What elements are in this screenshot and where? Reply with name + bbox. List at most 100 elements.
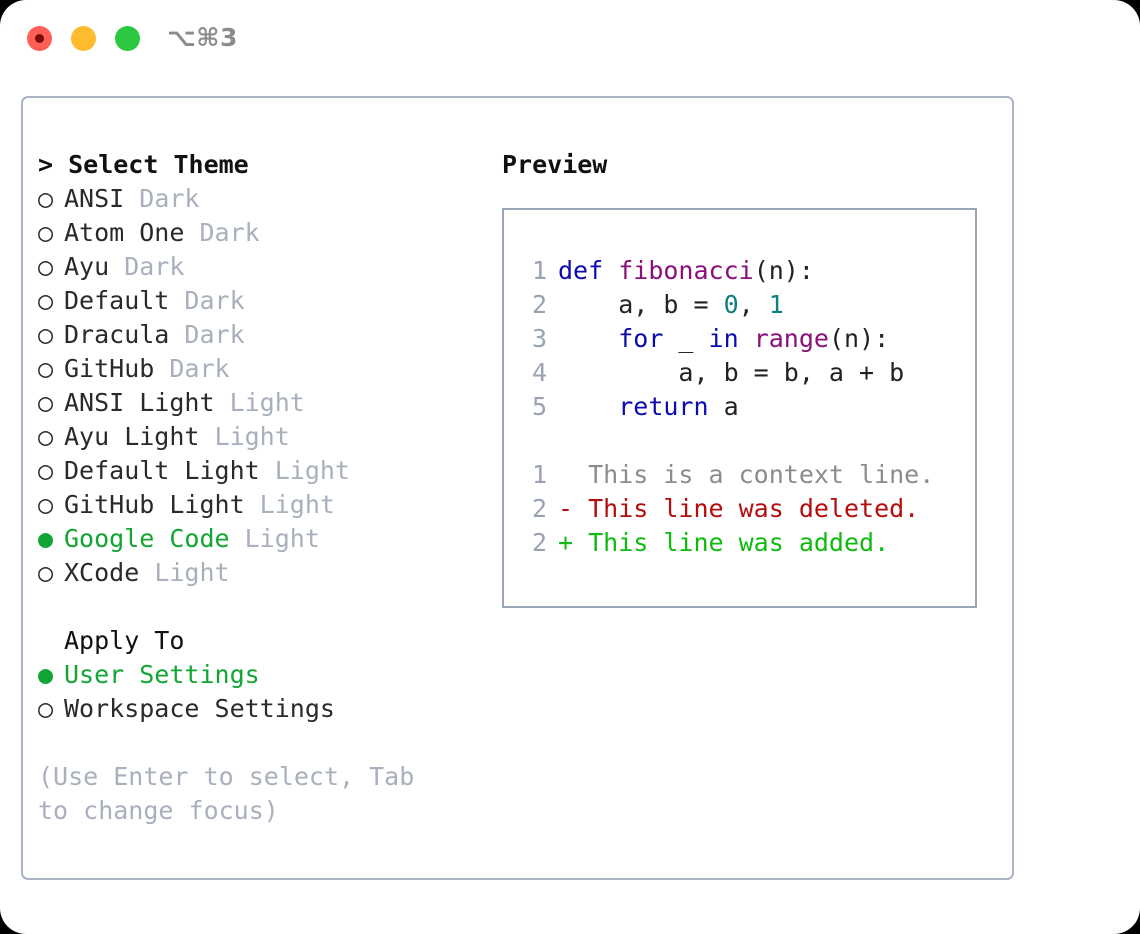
radio-unselected-icon: ○: [38, 354, 54, 383]
theme-option-label: Ayu: [64, 252, 110, 281]
code-token-num: 0: [723, 290, 739, 319]
line-number: 2: [531, 290, 547, 319]
radio-selected-icon: ●: [38, 524, 54, 553]
code-token-plain: (n):: [753, 256, 814, 285]
theme-option-category: Dark: [154, 354, 230, 383]
line-number: 2: [531, 528, 547, 557]
traffic-light-group: [27, 26, 140, 51]
theme-option-ansi[interactable]: ○ ANSI Dark: [38, 182, 498, 216]
line-number: 5: [531, 392, 547, 421]
diff-line-ctx: 1 This is a context line.: [517, 458, 971, 492]
theme-option-category: Light: [139, 558, 230, 587]
line-number: 4: [531, 358, 547, 387]
theme-option-label: GitHub Light: [64, 490, 245, 519]
code-token-fn: fibonacci: [618, 256, 754, 285]
code-token-plain: _: [663, 324, 709, 353]
line-number: 1: [531, 460, 547, 489]
code-token-plain: [739, 324, 754, 353]
code-token-plain: a, b =: [558, 290, 724, 319]
code-token-plain: [558, 392, 618, 421]
apply-to-option-label: User Settings: [64, 660, 260, 689]
theme-option-label: Dracula: [64, 320, 170, 349]
theme-option-category: Dark: [109, 252, 185, 281]
radio-unselected-icon: ○: [38, 286, 54, 315]
code-token-num: 1: [768, 290, 784, 319]
diff-text: This is a context line.: [558, 460, 935, 489]
panel-columns: > Select Theme ○ANSI Dark○Atom One Dark○…: [23, 98, 1012, 878]
code-token-kw: return: [618, 392, 709, 421]
code-line: 5 return a: [517, 390, 971, 424]
radio-unselected-icon: ○: [38, 252, 54, 281]
code-token-plain: a: [708, 392, 739, 421]
diff-spacer: [517, 424, 971, 458]
radio-unselected-icon: ○: [38, 320, 54, 349]
code-token-kw: in: [708, 324, 739, 353]
theme-option-category: Light: [259, 456, 350, 485]
diff-text: - This line was deleted.: [558, 494, 920, 523]
theme-list[interactable]: ○ ANSI Dark ○ Atom One Dark ○ Ayu Dark ○ Defaul…: [38, 182, 498, 590]
theme-option-label: GitHub: [64, 354, 155, 383]
close-button[interactable]: [27, 26, 52, 51]
radio-unselected-icon: ○: [38, 490, 54, 519]
theme-option-google-code[interactable]: ●Google Code Light: [38, 522, 498, 556]
diff-sample: 1 This is a context line. 2 - This line wa…: [517, 458, 971, 560]
theme-option-default[interactable]: ○ Default Dark: [38, 284, 498, 318]
section-spacer: [38, 590, 498, 624]
code-line: 4 a, b = b, a + b: [517, 356, 971, 390]
theme-option-default-light[interactable]: ○ Default Light Light: [38, 454, 498, 488]
minimize-button[interactable]: [71, 26, 96, 51]
keyboard-hint: (Use Enter to select, Tab to change focu…: [38, 762, 430, 825]
theme-option-dracula[interactable]: ○ Dracula Dark: [38, 318, 498, 352]
radio-unselected-icon: ○: [38, 456, 54, 485]
theme-option-label: ANSI: [64, 184, 125, 213]
theme-option-ansi-light[interactable]: ○ANSI Light Light: [38, 386, 498, 420]
window-title: ⌥⌘3: [167, 23, 238, 52]
theme-option-ayu[interactable]: ○ Ayu Dark: [38, 250, 498, 284]
code-line: 2 a, b = 0, 1: [517, 288, 971, 322]
theme-option-label: ANSI Light: [64, 388, 215, 417]
theme-option-label: Atom One: [64, 218, 185, 247]
theme-option-github[interactable]: ○ GitHub Dark: [38, 352, 498, 386]
theme-option-category: Light: [199, 422, 290, 451]
theme-picker-column: > Select Theme ○ANSI Dark○Atom One Dark○…: [38, 148, 498, 828]
apply-to-list[interactable]: ●User Settings○ Workspace Settings: [38, 658, 498, 726]
code-line: 3 for _ in range(n):: [517, 322, 971, 356]
theme-option-xcode[interactable]: ○ XCode Light: [38, 556, 498, 590]
line-number: 3: [531, 324, 547, 353]
theme-option-atom-one[interactable]: ○Atom One Dark: [38, 216, 498, 250]
apply-to-option-label: Workspace Settings: [64, 694, 335, 723]
theme-option-github-light[interactable]: ○ GitHub Light Light: [38, 488, 498, 522]
theme-option-category: Dark: [124, 184, 200, 213]
code-token-plain: ,: [738, 290, 769, 319]
theme-option-category: Dark: [169, 320, 245, 349]
theme-option-category: Light: [244, 490, 335, 519]
apply-to-header: Apply To: [64, 626, 185, 655]
apply-to-option-user-settings[interactable]: ●User Settings: [38, 658, 498, 692]
diff-line-add: 2+ This line was added.: [517, 526, 971, 560]
title-bar: ⌥⌘3: [0, 0, 1140, 78]
radio-unselected-icon: ○: [38, 694, 54, 723]
theme-option-category: Dark: [169, 286, 245, 315]
radio-unselected-icon: ○: [38, 558, 54, 587]
maximize-button[interactable]: [115, 26, 140, 51]
code-token-plain: (n):: [828, 324, 890, 353]
radio-unselected-icon: ○: [38, 218, 54, 247]
code-token-kw: for: [618, 324, 664, 353]
apply-to-option-workspace-settings[interactable]: ○ Workspace Settings: [38, 692, 498, 726]
theme-option-label: Ayu Light: [64, 422, 200, 451]
theme-option-ayu-light[interactable]: ○ Ayu Light Light: [38, 420, 498, 454]
theme-option-label: Default Light: [64, 456, 260, 485]
line-number: 1: [531, 256, 547, 285]
radio-unselected-icon: ○: [38, 184, 54, 213]
theme-option-category: Light: [214, 388, 305, 417]
code-token-plain: a, b = b, a + b: [558, 358, 905, 387]
theme-option-label: Default: [64, 286, 170, 315]
theme-option-label: XCode: [64, 558, 140, 587]
radio-unselected-icon: ○: [38, 422, 54, 451]
